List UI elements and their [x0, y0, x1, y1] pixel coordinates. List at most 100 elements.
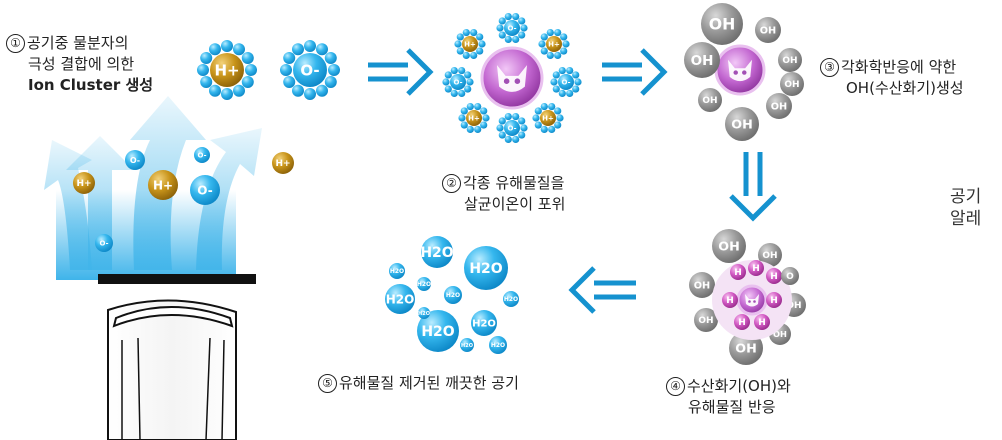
- svg-text:OH: OH: [691, 53, 714, 69]
- svg-text:OH: OH: [698, 316, 713, 326]
- svg-text:O-: O-: [197, 183, 212, 197]
- svg-text:O-: O-: [454, 79, 463, 87]
- svg-text:H2O: H2O: [446, 292, 460, 299]
- svg-text:O-: O-: [562, 79, 571, 87]
- h-ion-cluster-core: H+: [210, 53, 244, 87]
- svg-text:H2O: H2O: [461, 343, 473, 349]
- mini-cluster-shell-8: [442, 66, 474, 98]
- mini-cluster-3: H+: [546, 36, 562, 52]
- h2o-molecule-6: H2O: [389, 263, 405, 279]
- svg-text:O-: O-: [100, 240, 109, 248]
- svg-text:H: H: [734, 268, 742, 278]
- mini-cluster-6: O-: [504, 120, 520, 136]
- oh-molecule-1: OH: [701, 3, 743, 45]
- h2o-molecule-10: H2O: [418, 307, 430, 319]
- mini-cluster-5: H+: [540, 110, 556, 126]
- o-ion-small-3: O-: [95, 234, 113, 252]
- svg-text:H: H: [770, 296, 778, 306]
- h-ion-cluster-shell: [197, 40, 257, 100]
- oh-molecule-3: OH: [684, 42, 720, 78]
- h-atom-1: H: [730, 264, 746, 280]
- svg-text:H+: H+: [275, 159, 290, 169]
- o-atom: O: [781, 267, 799, 285]
- h2o-molecule-8: H2O: [444, 286, 462, 304]
- svg-text:O: O: [786, 272, 794, 282]
- h2o-molecule-3: H2O: [385, 284, 415, 314]
- svg-text:OH: OH: [786, 301, 801, 311]
- h2o-molecule-9: H2O: [503, 291, 519, 307]
- svg-text:OH: OH: [771, 102, 787, 113]
- h-atom-4: H: [722, 292, 738, 308]
- step5-number: ⑤: [318, 374, 337, 393]
- ion-cluster-text: Ion Cluster 생성: [28, 76, 154, 94]
- svg-text:H: H: [770, 272, 778, 282]
- o-ion-cluster-core: O-: [293, 53, 327, 87]
- svg-text:H: H: [738, 318, 746, 328]
- h2o-molecule-4: H2O: [471, 310, 497, 336]
- mini-cluster-shell-6: [496, 112, 528, 144]
- h2o-molecule-5: H2O: [417, 310, 459, 352]
- svg-text:H2O: H2O: [469, 261, 502, 277]
- svg-text:H: H: [758, 318, 766, 328]
- cut-off-text: 공기 알레: [950, 187, 982, 229]
- svg-text:O-: O-: [130, 156, 140, 165]
- svg-text:H2O: H2O: [390, 268, 404, 275]
- air-purifier: [56, 190, 256, 440]
- arrow-step3-to-4: [729, 152, 777, 222]
- h-ion-medium: H+: [148, 170, 178, 200]
- arrow-step2-to-3: [602, 48, 668, 96]
- oh-react-3: OH: [689, 272, 715, 298]
- svg-text:H2O: H2O: [386, 292, 415, 306]
- svg-text:H: H: [726, 296, 734, 306]
- h2o-molecule-11: H2O: [460, 338, 474, 352]
- svg-text:H: H: [752, 264, 760, 274]
- h-ion-small-2: H+: [272, 152, 294, 174]
- svg-text:O-: O-: [300, 61, 319, 79]
- step3-number: ③: [820, 58, 839, 77]
- svg-text:H+: H+: [464, 41, 476, 49]
- svg-text:H2O: H2O: [504, 296, 518, 303]
- svg-text:H2O: H2O: [418, 311, 430, 317]
- germ-surrounded: [480, 46, 544, 110]
- mini-cluster-4: O-: [558, 74, 574, 90]
- h-ion-small-1: H+: [73, 172, 95, 194]
- h2o-molecule-12: H2O: [489, 336, 507, 354]
- svg-text:OH: OH: [762, 251, 777, 261]
- step1-number: ①: [6, 34, 25, 53]
- oh-molecule-4: OH: [778, 48, 802, 72]
- arrow-step1-to-2: [368, 48, 434, 96]
- h2o-molecule-2: H2O: [464, 246, 508, 290]
- svg-text:H2O: H2O: [472, 319, 496, 330]
- svg-text:H+: H+: [153, 178, 173, 192]
- svg-text:OH: OH: [718, 240, 740, 255]
- h-atom-5: H: [766, 292, 782, 308]
- oh-molecule-2: OH: [755, 17, 781, 43]
- svg-text:O-: O-: [508, 25, 517, 33]
- svg-text:H2O: H2O: [417, 281, 431, 288]
- svg-text:H+: H+: [468, 115, 480, 123]
- mini-cluster-shell-7: [458, 102, 490, 134]
- oh-molecule-5: OH: [698, 88, 722, 112]
- o-ion-cluster-shell: [280, 40, 340, 100]
- oh-molecule-8: OH: [780, 72, 804, 96]
- svg-text:OH: OH: [782, 56, 797, 66]
- mini-cluster-shell-3: [538, 28, 570, 60]
- mini-cluster-7: H+: [466, 110, 482, 126]
- h2o-molecule-7: H2O: [417, 277, 431, 291]
- h-atom-6: H: [734, 314, 750, 330]
- svg-text:H2O: H2O: [420, 245, 453, 261]
- step2-number: ②: [442, 174, 461, 193]
- mini-cluster-shell-1: [454, 28, 486, 60]
- mini-cluster-shell-4: [550, 66, 582, 98]
- svg-text:OH: OH: [735, 342, 757, 357]
- oh-react-5: OH: [694, 308, 718, 332]
- svg-text:H+: H+: [214, 61, 239, 79]
- svg-text:O-: O-: [508, 125, 517, 133]
- purifier-glow: [56, 190, 236, 280]
- o-ion-medium: O-: [190, 175, 220, 205]
- purifier-rim: [112, 306, 234, 328]
